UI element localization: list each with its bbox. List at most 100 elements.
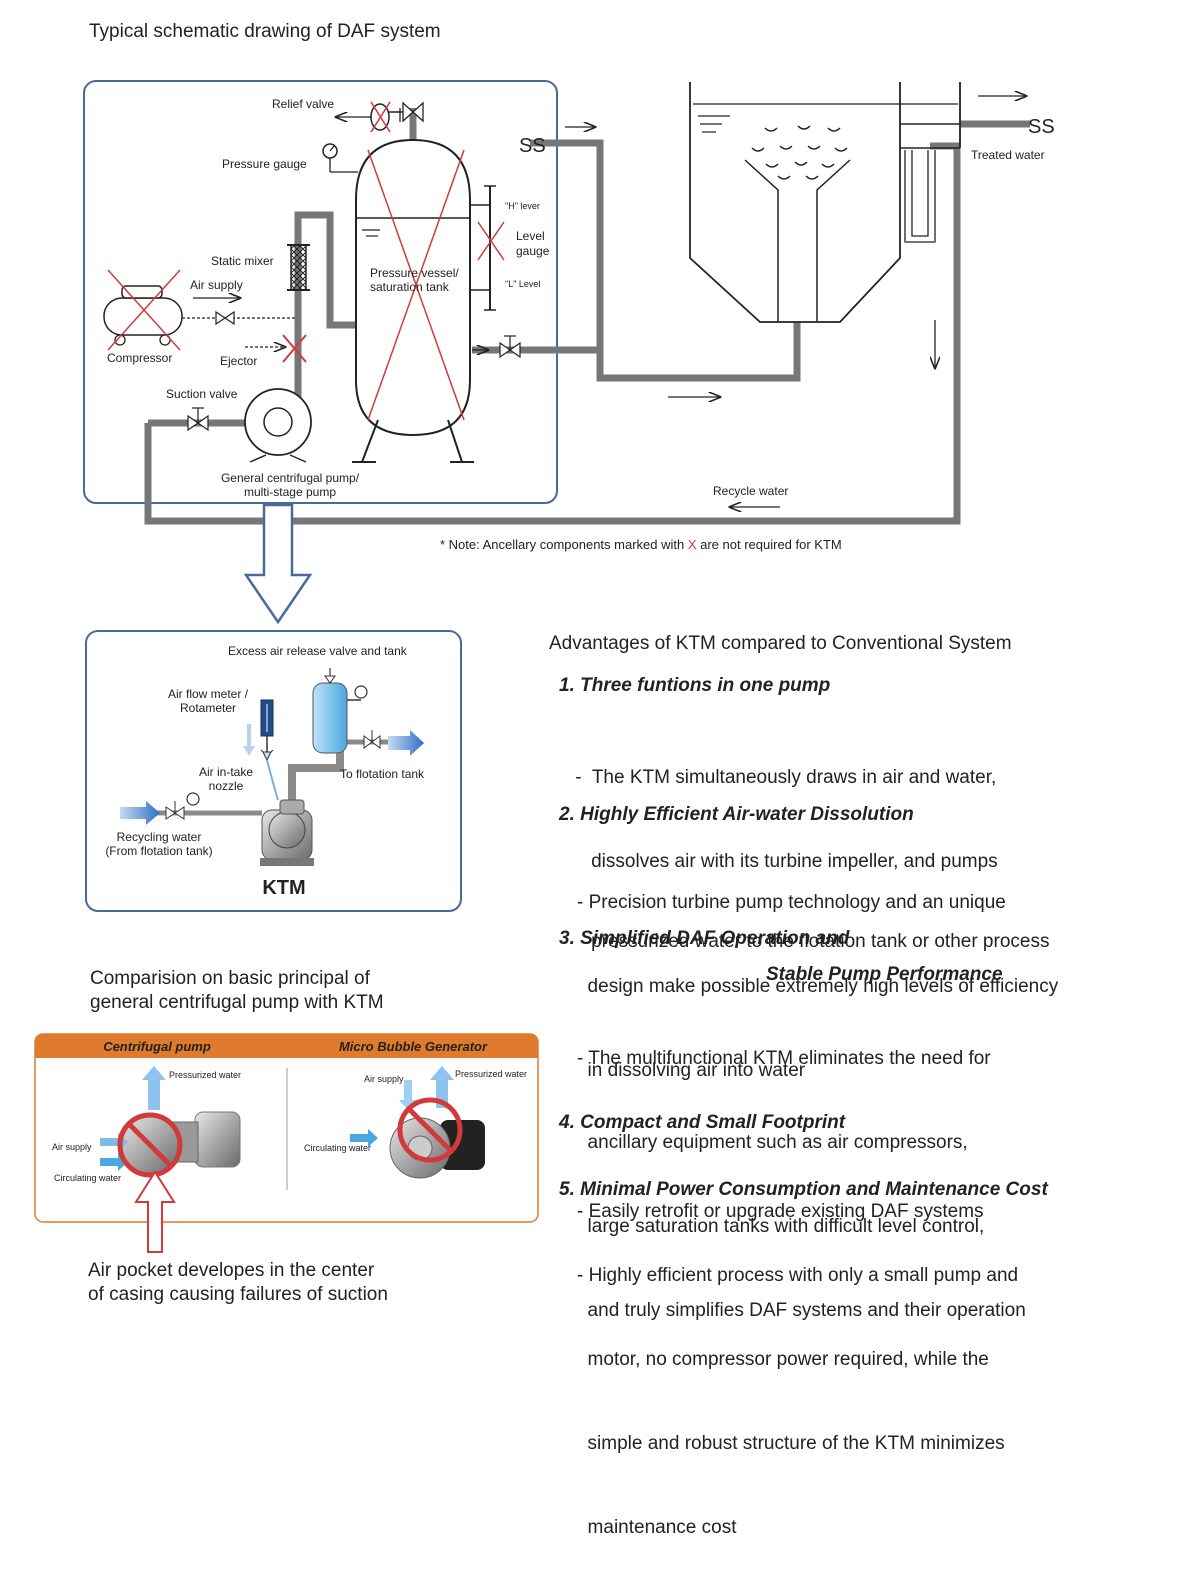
conventional-system-box (83, 80, 558, 504)
label-l-level: "L" Level (505, 279, 540, 289)
label-to-flotation: To flotation tank (340, 767, 425, 781)
label-level-gauge-2: gauge (516, 244, 550, 258)
ktm-logo: KTM (262, 877, 305, 899)
adv-2-line-3: in dissolving air into water (577, 1060, 806, 1081)
adv-3-body: - The multifunctional KTM eliminates the… (577, 989, 1026, 1353)
label-treated-water: Treated water (971, 148, 1045, 162)
label-air-flow-1: Air flow meter / (168, 687, 249, 701)
label-pressure-gauge: Pressure gauge (222, 157, 307, 171)
ejector (245, 334, 307, 363)
ss-outlet: SS (1028, 116, 1055, 138)
label-pressurized-right: Pressurized water (455, 1069, 527, 1079)
relief-valve (336, 101, 424, 133)
flow-arrows (565, 96, 1026, 507)
adv-4-body: - Easily retrofit or upgrade existing DA… (577, 1142, 984, 1254)
adv-2-body: - Precision turbine pump technology and … (577, 833, 1058, 1113)
ktm-pump (260, 799, 314, 866)
label-excess-air: Excess air release valve and tank (228, 644, 408, 658)
label-vessel-1: Pressure vessel/ (370, 266, 459, 280)
label-vessel-2: saturation tank (370, 280, 450, 294)
label-centrifugal-pump: Centrifugal pump (103, 1039, 211, 1054)
comparison-heading-2: general centrifugal pump with KTM (90, 992, 384, 1013)
recycling-inflow-arrow (120, 801, 160, 825)
excess-air-tank (312, 668, 368, 754)
adv-1-heading: 1. Three funtions in one pump (559, 675, 831, 696)
to-flotation-arrow (388, 730, 424, 756)
note-prefix: * Note: Ancellary components marked with (440, 537, 688, 552)
air-hose (266, 759, 279, 801)
label-pump-1: General centrifugal pump/ (221, 471, 360, 485)
static-mixer (287, 244, 310, 291)
caption-1: Air pocket developes in the center (88, 1260, 375, 1281)
flotation-tank (689, 82, 961, 323)
adv-5-line-3: simple and robust structure of the KTM m… (577, 1433, 1005, 1454)
diagram-title: Typical schematic drawing of DAF system (89, 21, 441, 42)
comparison-heading-1: Comparision on basic principal of (90, 968, 370, 989)
note: * Note: Ancellary components marked with… (440, 537, 842, 552)
label-h-level: "H" lever (505, 201, 540, 211)
adv-1-line-1: - The KTM simultaneously draws in air an… (570, 767, 997, 788)
label-air-flow-2: Rotameter (180, 701, 236, 715)
adv-5-line-4: maintenance cost (577, 1517, 737, 1538)
ktm-outlet-valve (363, 730, 381, 749)
adv-1-line-2: dissolves air with its turbine impeller,… (570, 851, 998, 872)
comparison-heading: Comparision on basic principal of genera… (90, 967, 384, 1015)
label-circulating-left: Circulating water (54, 1173, 121, 1183)
label-level-gauge-1: Level (516, 229, 545, 243)
label-relief-valve: Relief valve (272, 97, 334, 111)
label-air-supply-right: Air supply (364, 1074, 404, 1084)
label-recycling-2: (From flotation tank) (105, 844, 212, 858)
adv-3-heading-2: Stable Pump Performance (766, 964, 1003, 985)
label-circulating-right: Circulating water (304, 1143, 371, 1153)
adv-2-heading: 2. Highly Efficient Air-water Dissolutio… (559, 804, 914, 825)
ss-inlet: SS (519, 135, 546, 157)
adv-3-line-2: ancillary equipment such as air compress… (577, 1132, 968, 1153)
adv-3-line-1: - The multifunctional KTM eliminates the… (577, 1048, 991, 1069)
suction-valve (187, 407, 209, 432)
label-recycle-water: Recycle water (713, 484, 788, 498)
ktm-system-box (85, 630, 462, 912)
compressor (103, 269, 296, 351)
caption-2: of casing causing failures of suction (88, 1284, 388, 1305)
comparison-panel (34, 1033, 539, 1253)
air-inflow-arrow (243, 724, 255, 756)
label-air-intake-1: Air in-take (199, 765, 253, 779)
label-suction-valve: Suction valve (166, 387, 238, 401)
adv-5-line-1: - Highly efficient process with only a s… (577, 1265, 1019, 1286)
adv-2-line-1: - Precision turbine pump technology and … (577, 892, 1006, 913)
adv-2-line-2: design make possible extremely high leve… (577, 976, 1059, 997)
advantages-title: Advantages of KTM compared to Convention… (549, 633, 1012, 654)
label-pressurized-left: Pressurized water (169, 1070, 241, 1080)
label-static-mixer: Static mixer (211, 254, 274, 268)
label-compressor: Compressor (107, 351, 172, 365)
air-pocket-caption: Air pocket developes in the center of ca… (88, 1259, 388, 1307)
adv-5-line-2: motor, no compressor power required, whi… (577, 1349, 989, 1370)
adv-4-heading: 4. Compact and Small Footprint (559, 1112, 846, 1133)
ktm-suction-valve (165, 792, 200, 820)
outlet-valve (472, 335, 521, 359)
label-air-intake-2: nozzle (209, 779, 244, 793)
pressure-gauge (322, 143, 358, 173)
note-suffix: are not required for KTM (697, 537, 842, 552)
adv-4-line-1: - Easily retrofit or upgrade existing DA… (577, 1201, 984, 1222)
note-x: X (688, 537, 697, 552)
adv-3-line-4: and truly simplifies DAF systems and the… (577, 1300, 1026, 1321)
adv-1-body: - The KTM simultaneously draws in air an… (570, 708, 1049, 984)
level-gauge (470, 185, 505, 311)
down-arrow (243, 503, 313, 625)
pressure-vessel (352, 138, 474, 463)
label-recycling-1: Recycling water (117, 830, 202, 844)
label-ejector: Ejector (220, 354, 257, 368)
rotameter (260, 699, 274, 762)
label-micro-bubble-generator: Micro Bubble Generator (339, 1039, 488, 1054)
centrifugal-pump (244, 388, 312, 463)
adv-5-body: - Highly efficient process with only a s… (577, 1206, 1018, 1570)
label-air-supply: Air supply (190, 278, 243, 292)
adv-3-line-3: large saturation tanks with difficult le… (577, 1216, 985, 1237)
daf-schematic: SS SS Relief valve Pressure gauge Static… (34, 80, 1055, 1253)
adv-5-heading: 5. Minimal Power Consumption and Mainten… (559, 1179, 1048, 1200)
adv-3-heading: 3. Simplified DAF Operation and (559, 928, 850, 949)
adv-1-line-3: pressurized water to the flotation tank … (570, 931, 1050, 952)
label-air-supply-left: Air supply (52, 1142, 92, 1152)
label-pump-2: multi-stage pump (244, 485, 336, 499)
